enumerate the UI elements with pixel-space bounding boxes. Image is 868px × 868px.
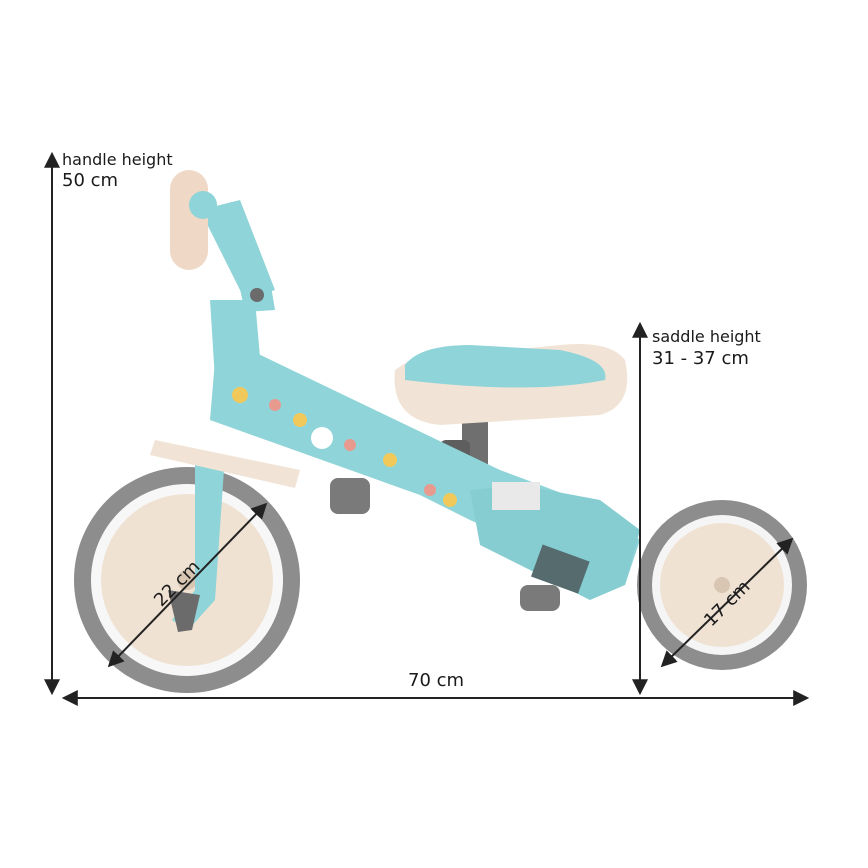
- stem: [200, 200, 275, 380]
- saddle: [394, 344, 628, 425]
- saddle-height-label: saddle height: [652, 327, 761, 346]
- handlebar-grip: [170, 170, 217, 270]
- saddle-height-value: 31 - 37 cm: [652, 348, 749, 369]
- rear-wheel: [637, 500, 807, 670]
- handle-height-value: 50 cm: [62, 170, 119, 191]
- dimension-lines: [44, 151, 810, 706]
- length-value: 70 cm: [408, 670, 465, 691]
- frame: [210, 350, 640, 600]
- front-fender: [150, 440, 300, 488]
- handle-height-label: handle height: [62, 150, 173, 169]
- pedal: [330, 478, 560, 611]
